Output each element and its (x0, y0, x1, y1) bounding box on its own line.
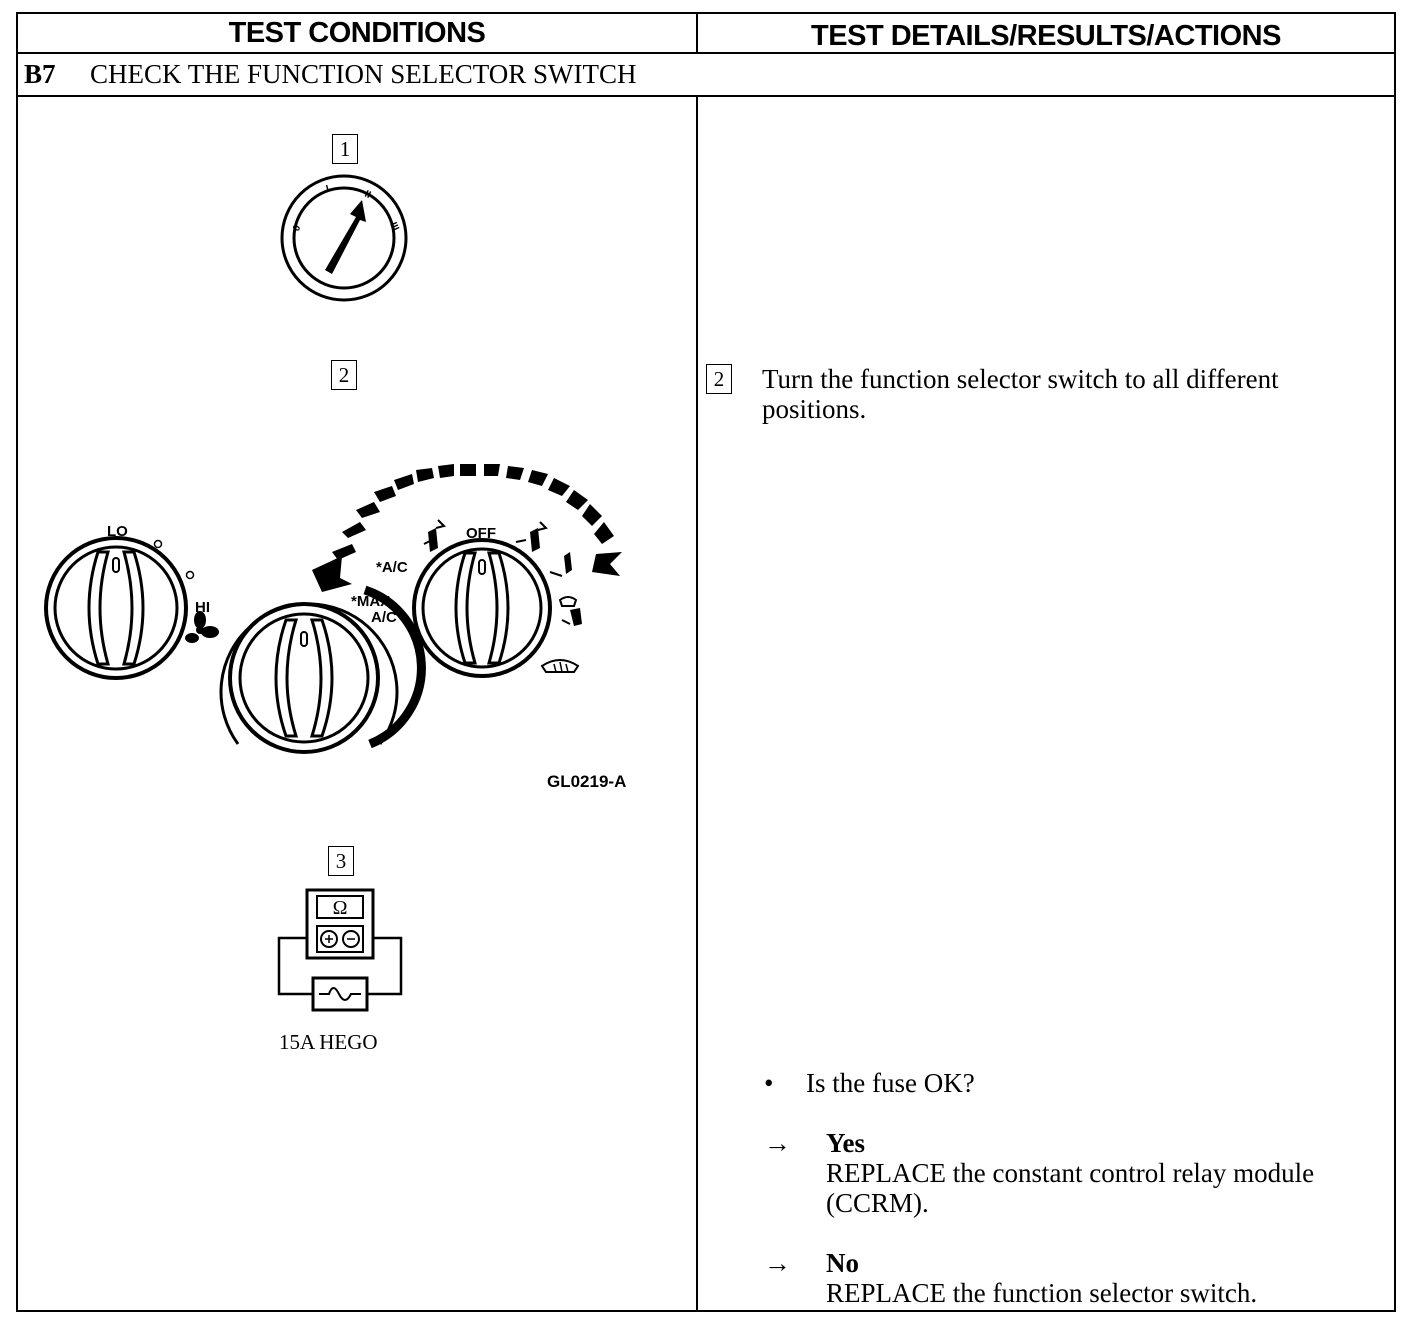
ignition-switch-figure: 0 I II III (280, 174, 408, 302)
fan-icon (185, 611, 219, 643)
step2-instruction-line2: positions. (762, 394, 867, 424)
header-test-conditions: TEST CONDITIONS (18, 14, 698, 54)
ignition-key-pointer-icon (325, 200, 366, 274)
fuse-icon (311, 976, 369, 1012)
yes-arrow-icon: → (764, 1128, 791, 1158)
yes-label: Yes (826, 1128, 865, 1158)
panel-floor-vent-icon (515, 521, 548, 552)
figure-code-label: GL0219-A (547, 772, 627, 791)
ohmmeter-fuse-figure: Ω (277, 888, 403, 1012)
step-marker-3: 3 (328, 846, 354, 876)
ignition-label-3: III (387, 221, 401, 233)
floor-defrost-icon (558, 596, 582, 626)
positive-terminal-icon (320, 930, 338, 948)
step-title: CHECK THE FUNCTION SELECTOR SWITCH (90, 59, 637, 89)
ignition-outer-ring (280, 174, 408, 302)
ignition-inner-ring (292, 186, 396, 290)
max-label: *MAX (351, 593, 390, 610)
off-label: OFF (466, 525, 496, 542)
ohmmeter-display (316, 895, 364, 919)
ohmmeter-body (305, 888, 375, 960)
header-test-details: TEST DETAILS/RESULTS/ACTIONS (698, 14, 1394, 54)
question-bullet: • (764, 1068, 774, 1098)
yes-action-line1: REPLACE the constant control relay modul… (826, 1158, 1315, 1188)
ac-label: *A/C (376, 559, 408, 576)
column-divider (696, 97, 698, 1312)
no-label: No (826, 1248, 859, 1278)
procedure-sheet: TEST CONDITIONS TEST DETAILS/RESULTS/ACT… (16, 12, 1396, 1312)
blower-hi-label: HI (195, 599, 210, 616)
max-ac-label: A/C (371, 609, 397, 626)
no-arrow-icon: → (764, 1248, 791, 1278)
step-marker-1: 1 (332, 134, 358, 164)
question-text: Is the fuse OK? (806, 1068, 975, 1098)
defrost-icon (540, 659, 580, 673)
step-marker-2-right: 2 (706, 364, 732, 394)
climate-control-panel-figure: LO HI *A/C *MAX A/C OFF GL0219-A (44, 464, 622, 754)
yes-action-line2: (CCRM). (826, 1188, 929, 1218)
rotation-arc-arrow-icon (312, 464, 622, 592)
negative-terminal-icon (342, 930, 360, 948)
blower-knob (44, 536, 188, 680)
ignition-label-1: I (325, 183, 331, 194)
ignition-label-0: 0 (291, 223, 304, 234)
fuse-caption: 15A HEGO (279, 1030, 378, 1054)
step2-instruction-line1: Turn the function selector switch to all… (762, 364, 1279, 394)
no-action-line1: REPLACE the function selector switch. (826, 1278, 1258, 1308)
temperature-knob (219, 585, 426, 754)
step-number: B7 (24, 59, 56, 89)
step-marker-2-left: 2 (331, 360, 357, 390)
floor-vent-icon (549, 552, 572, 577)
blower-lo-label: LO (107, 523, 128, 540)
function-selector-knob (412, 538, 552, 678)
panel-vent-icon (423, 519, 446, 552)
ignition-label-2: II (363, 189, 373, 201)
ohm-symbol: Ω (333, 897, 348, 919)
step-row: B7 CHECK THE FUNCTION SELECTOR SWITCH (18, 54, 1394, 97)
